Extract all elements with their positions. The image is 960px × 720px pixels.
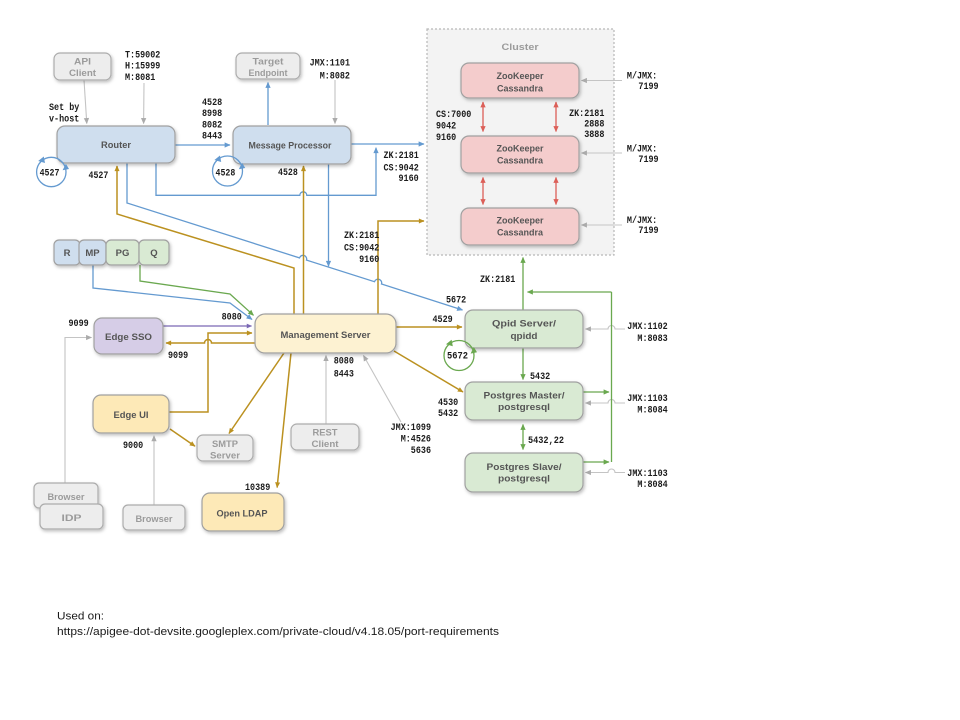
svg-text:Browser: Browser: [48, 492, 85, 503]
svg-text:Postgres Master/: Postgres Master/: [484, 391, 565, 402]
svg-text:8443: 8443: [334, 369, 354, 380]
svg-text:4528: 4528: [202, 98, 222, 109]
svg-text:9160: 9160: [399, 174, 419, 185]
svg-text:CS:9042: CS:9042: [344, 243, 379, 254]
svg-text:Cassandra: Cassandra: [497, 156, 544, 167]
svg-text:5432: 5432: [438, 409, 458, 420]
svg-text:8080: 8080: [334, 356, 354, 367]
svg-text:M/JMX:: M/JMX:: [627, 143, 657, 155]
svg-text:9042: 9042: [436, 121, 456, 132]
svg-text:Router: Router: [101, 140, 131, 151]
svg-text:5636: 5636: [411, 446, 431, 457]
svg-text:ZooKeeper: ZooKeeper: [497, 71, 544, 82]
svg-text:PG: PG: [116, 248, 130, 259]
svg-text:H:15999: H:15999: [125, 62, 160, 73]
svg-text:9000: 9000: [123, 441, 143, 452]
svg-text:Client: Client: [69, 68, 97, 79]
svg-text:JMX:1099: JMX:1099: [391, 423, 431, 434]
svg-text:Server: Server: [210, 451, 240, 462]
svg-text:4528: 4528: [216, 169, 236, 180]
svg-text:CS:7000: CS:7000: [436, 110, 471, 121]
svg-text:Client: Client: [312, 439, 340, 450]
svg-text:ZK:2181: ZK:2181: [344, 231, 379, 242]
svg-text:T:59002: T:59002: [125, 50, 160, 61]
svg-text:M:8084: M:8084: [637, 480, 667, 491]
svg-text:JMX:1103: JMX:1103: [627, 394, 667, 405]
svg-text:JMX:1103: JMX:1103: [627, 469, 667, 480]
svg-text:9160: 9160: [359, 255, 379, 266]
svg-text:3888: 3888: [584, 130, 604, 141]
svg-text:M:8081: M:8081: [125, 73, 155, 84]
svg-text:9099: 9099: [69, 319, 89, 330]
svg-text:postgresql: postgresql: [498, 474, 550, 485]
svg-text:4527: 4527: [89, 171, 109, 182]
svg-text:4529: 4529: [433, 315, 453, 326]
svg-text:JMX:1101: JMX:1101: [310, 59, 350, 70]
svg-text:2888: 2888: [584, 119, 604, 130]
svg-text:M:8083: M:8083: [637, 334, 667, 345]
svg-text:8082: 8082: [202, 120, 222, 131]
svg-text:4528: 4528: [278, 168, 298, 179]
svg-text:M:4526: M:4526: [401, 435, 431, 446]
svg-text:Target: Target: [253, 57, 285, 68]
svg-text:ZooKeeper: ZooKeeper: [497, 144, 544, 155]
svg-text:10389: 10389: [245, 483, 270, 494]
svg-text:API: API: [74, 57, 91, 68]
svg-text:5432,22: 5432,22: [528, 436, 564, 447]
svg-text:v-host: v-host: [49, 113, 79, 125]
svg-text:Open LDAP: Open LDAP: [217, 509, 269, 520]
svg-text:Cassandra: Cassandra: [497, 84, 544, 95]
svg-text:Set by: Set by: [49, 102, 79, 114]
svg-text:Postgres Slave/: Postgres Slave/: [487, 462, 562, 473]
svg-text:9099: 9099: [168, 351, 188, 362]
svg-text:ZK:2181: ZK:2181: [384, 151, 419, 162]
svg-text:https://apigee-dot-devsite.goo: https://apigee-dot-devsite.googleplex.co…: [57, 626, 500, 638]
svg-text:Edge UI: Edge UI: [114, 410, 149, 421]
svg-text:Q: Q: [150, 248, 157, 259]
svg-text:ZK:2181: ZK:2181: [569, 109, 604, 120]
svg-text:M:8084: M:8084: [637, 406, 667, 417]
svg-text:8080: 8080: [222, 313, 242, 324]
svg-text:M/JMX:: M/JMX:: [627, 215, 657, 227]
svg-text:postgresql: postgresql: [498, 402, 550, 413]
svg-text:Cluster: Cluster: [502, 42, 539, 53]
svg-text:4530: 4530: [438, 398, 458, 409]
svg-text:Browser: Browser: [136, 514, 173, 525]
svg-text:8443: 8443: [202, 132, 222, 143]
svg-text:ZK:2181: ZK:2181: [480, 275, 515, 286]
svg-text:7199: 7199: [638, 226, 658, 237]
svg-text:Used on:: Used on:: [57, 611, 104, 623]
svg-text:7199: 7199: [638, 155, 658, 166]
svg-text:7199: 7199: [638, 82, 658, 93]
svg-text:5432: 5432: [530, 372, 550, 383]
svg-text:5672: 5672: [447, 352, 468, 363]
svg-text:IDP: IDP: [62, 513, 83, 524]
svg-text:Cassandra: Cassandra: [497, 228, 544, 239]
svg-text:8998: 8998: [202, 109, 222, 120]
svg-text:Edge SSO: Edge SSO: [105, 332, 152, 343]
svg-text:REST: REST: [313, 428, 338, 439]
svg-text:Endpoint: Endpoint: [249, 68, 289, 79]
svg-text:SMTP: SMTP: [212, 439, 239, 450]
svg-text:ZooKeeper: ZooKeeper: [497, 216, 544, 227]
svg-text:CS:9042: CS:9042: [384, 164, 419, 175]
svg-text:qpidd: qpidd: [511, 331, 538, 342]
svg-text:5672: 5672: [446, 296, 466, 307]
svg-text:M/JMX:: M/JMX:: [627, 71, 657, 83]
svg-text:R: R: [64, 248, 71, 259]
svg-text:MP: MP: [85, 248, 100, 259]
svg-text:9160: 9160: [436, 133, 456, 144]
svg-text:JMX:1102: JMX:1102: [627, 322, 667, 333]
svg-text:Message Processor: Message Processor: [249, 141, 332, 152]
svg-text:4527: 4527: [40, 169, 60, 180]
svg-text:Qpid Server/: Qpid Server/: [492, 319, 556, 330]
svg-text:Management Server: Management Server: [281, 330, 371, 341]
svg-text:M:8082: M:8082: [320, 72, 350, 83]
